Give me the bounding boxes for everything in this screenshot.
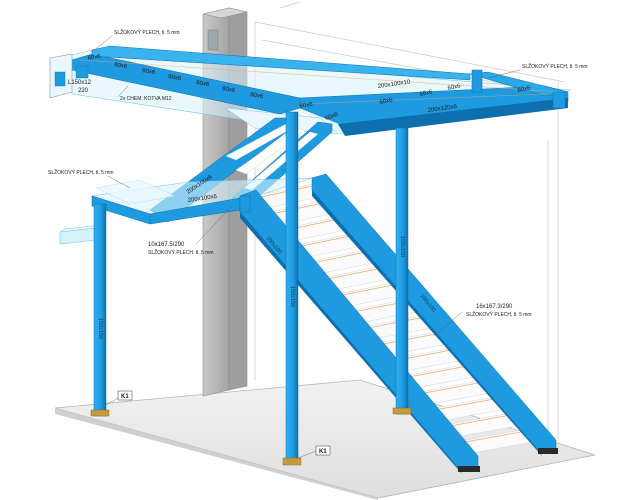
wall-bracket	[49, 53, 89, 99]
callout-notes: SLŽOKOVÝ PLECH, tl. 5 mm SLŽOKOVÝ PLECH,…	[48, 28, 588, 318]
dim-beam-top-7: 60x6	[250, 92, 265, 100]
note-plech-top-left: SLŽOKOVÝ PLECH, tl. 5 mm	[114, 28, 180, 36]
dim-beam-top-6: 60x6	[222, 86, 237, 94]
dim-beam-top-9: 60x6	[325, 112, 340, 122]
callout-leaders	[91, 35, 521, 459]
dim-main-beam-b: 200x120x6	[427, 104, 458, 114]
note-plech-stair-lower: SLŽOKOVÝ PLECH, tl. 5 mm	[148, 248, 214, 256]
steel-columns	[90, 69, 566, 466]
support-tags: K1 K1	[117, 390, 331, 456]
flange-col-right: 150x150	[399, 236, 405, 257]
dim-beam-top-3: 60x6	[142, 68, 157, 76]
dim-beam-top-11: 60x6	[419, 89, 434, 98]
dim-plate-b: 220	[78, 88, 89, 94]
dim-beam-top-8: 60x6	[299, 102, 314, 110]
landing-platform	[91, 177, 313, 225]
note-chem-kotva: 2x CHEM. KOTVA M12	[120, 96, 172, 102]
beam-dimension-labels: 60x6 60x6 60x6 60x6 60x6 60x6 60x6 60x6 …	[68, 54, 532, 204]
dim-beam-right-1: 60x6	[517, 85, 532, 94]
dim-beam-top-1: 60x6	[87, 54, 102, 62]
dim-beam-top-4: 60x6	[168, 74, 183, 82]
flange-col-mid: 150x150	[289, 286, 295, 307]
support-tag-k1-front: K1	[319, 449, 327, 455]
dim-landing-beam-b: 200x100x6	[187, 194, 218, 204]
dim-plate-a: L150x12	[68, 80, 92, 86]
note-plech-landing: SLŽOKOVÝ PLECH, tl. 5 mm	[48, 168, 114, 176]
flange-col-left: 150x150	[97, 318, 103, 339]
note-plech-stair-main: SLŽOKOVÝ PLECH, tl. 5 mm	[466, 310, 532, 318]
dim-stair-lower: 10x167.5/290	[148, 242, 185, 248]
dim-beam-top-12: 60x6	[447, 83, 462, 92]
top-beams	[71, 45, 569, 136]
dim-stair-main: 16x167.3/290	[476, 304, 513, 310]
dim-beam-top-5: 60x6	[196, 80, 211, 88]
support-tag-k1-left: K1	[121, 394, 129, 400]
dim-main-beam-a: 200x100x10	[377, 79, 411, 90]
dim-beam-top-2: 60x6	[114, 62, 129, 70]
note-plech-top-right: SLŽOKOVÝ PLECH, tl. 5 mm	[522, 62, 588, 70]
dim-beam-top-10: 60x6	[379, 97, 394, 106]
